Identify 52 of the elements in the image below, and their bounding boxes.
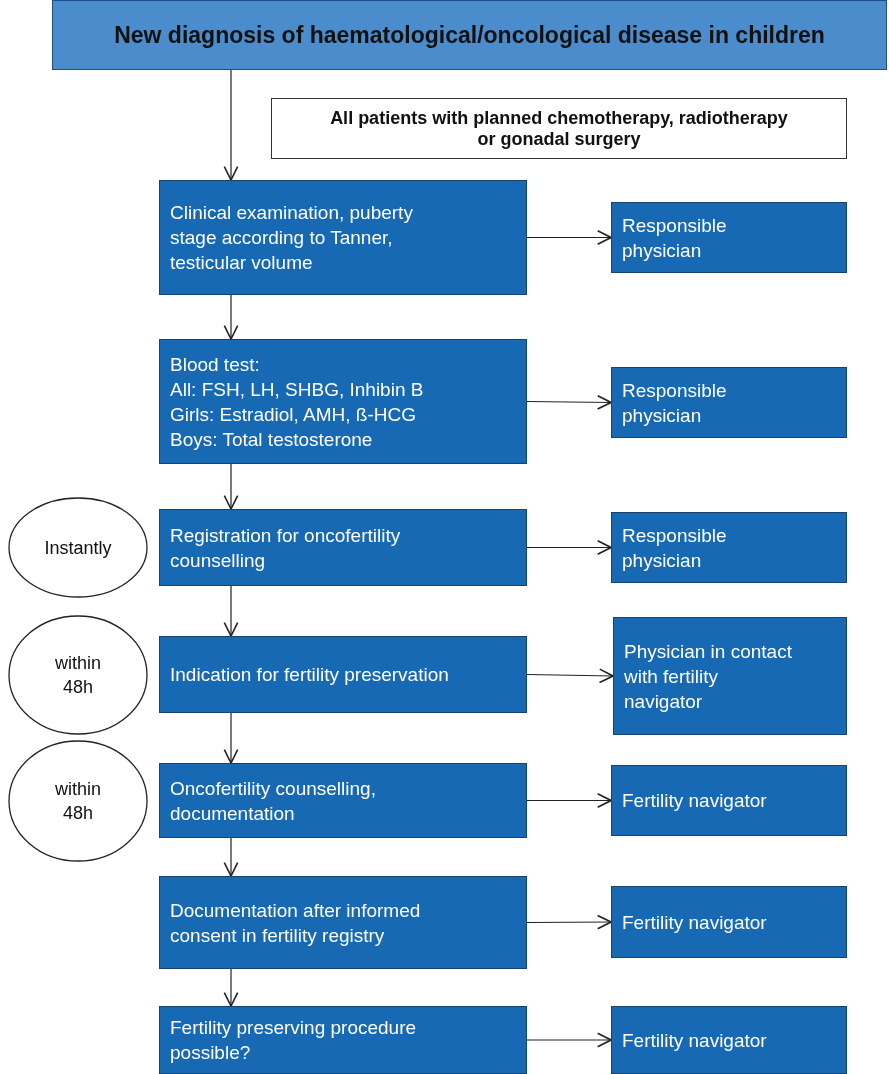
- process-box: [159, 509, 527, 586]
- box-text: Oncofertility counselling, documentation: [170, 776, 377, 826]
- process-box: [159, 339, 527, 464]
- box-text: Indication for fertility preservation: [170, 663, 450, 687]
- arrow: [526, 668, 614, 684]
- box-text: Girls: Estradiol, AMH, ß-HCG: [170, 402, 417, 427]
- title-box: [52, 0, 887, 70]
- box-text: Fertility navigator: [622, 1028, 768, 1053]
- arrow: [526, 914, 612, 930]
- box-text: Physician in contact with fertility navigator: [624, 639, 793, 714]
- role-box: [611, 765, 847, 836]
- box-text: Boys: Total testosterone: [170, 427, 374, 452]
- process-box: [159, 636, 527, 713]
- role-box: [611, 202, 847, 273]
- time-label: within 48h: [54, 778, 102, 825]
- box-text: Blood test:: [170, 352, 261, 377]
- box-text: Responsible physician: [622, 523, 728, 573]
- arrow: [223, 712, 239, 764]
- process-box: [159, 763, 527, 838]
- arrow: [526, 394, 612, 410]
- role-box: [613, 617, 847, 735]
- box-text: Documentation after informed consent in fertility registry: [170, 898, 422, 948]
- arrow: [526, 230, 612, 245]
- box-text: New diagnosis of haematological/oncological disease in children: [114, 21, 825, 49]
- process-box: [159, 180, 527, 295]
- role-box: [611, 512, 847, 583]
- box-text: Fertility navigator: [622, 910, 768, 935]
- role-box: [611, 367, 847, 438]
- arrow: [223, 463, 239, 510]
- box-text: Responsible physician: [622, 378, 728, 428]
- box-text: Responsible physician: [622, 213, 728, 263]
- box-text: All: FSH, LH, SHBG, Inhibin B: [170, 377, 425, 402]
- arrow: [223, 585, 239, 637]
- box-text: Clinical examination, puberty stage according to Tanner, testicular volume: [170, 201, 414, 275]
- arrow: [223, 968, 239, 1007]
- note-box: [271, 98, 847, 159]
- box-text: Fertility navigator: [622, 789, 768, 813]
- arrow: [223, 69, 239, 181]
- box-text: All patients with planned chemotherapy, radiotherapy or gonadal surgery: [329, 107, 789, 150]
- box-text: Fertility preserving procedure possible?: [170, 1016, 418, 1065]
- role-box: [611, 886, 847, 958]
- process-box: [159, 1006, 527, 1074]
- arrow: [223, 837, 239, 877]
- arrow: [526, 1032, 612, 1048]
- box-text: Registration for oncofertility counselling: [170, 523, 402, 573]
- role-box: [611, 1006, 847, 1074]
- arrow: [223, 294, 239, 340]
- arrow: [526, 793, 612, 808]
- process-box: [159, 876, 527, 969]
- time-label: Instantly: [43, 536, 113, 560]
- time-label: within 48h: [54, 652, 102, 699]
- arrow: [526, 540, 612, 555]
